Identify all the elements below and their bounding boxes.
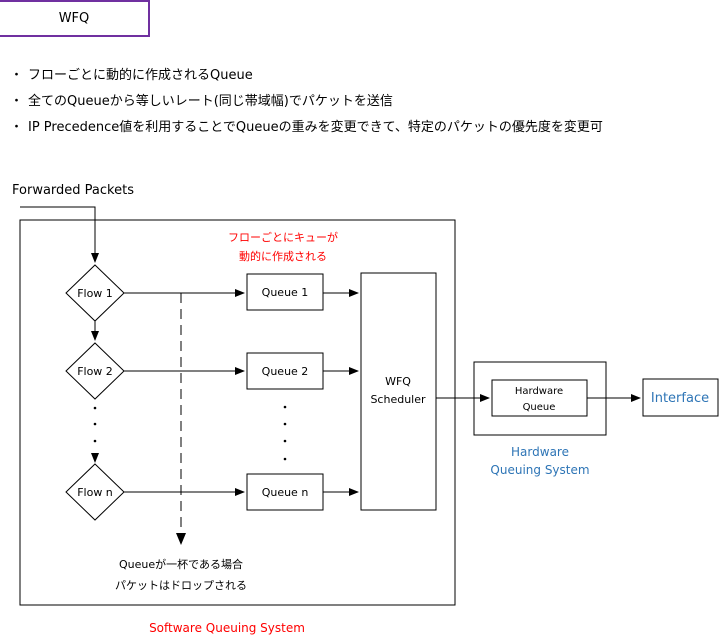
- drop-note: Queueが一杯である場合: [119, 557, 243, 571]
- bullet-text: 全てのQueueから等しいレート(同じ帯域幅)でパケットを送信: [28, 94, 393, 109]
- queue-label: Queue 1: [262, 286, 309, 299]
- feature-list: ・フローごとに動的に作成されるQueue ・全てのQueueから等しいレート(同…: [10, 66, 603, 144]
- interface-label: Interface: [651, 391, 709, 406]
- wfq-scheduler-box: [360, 272, 437, 511]
- queue-box: [246, 352, 324, 390]
- bullet-text: IP Precedence値を利用することでQueueの重みを変更できて、特定の…: [28, 120, 603, 135]
- hardware-queue-box: [491, 379, 588, 417]
- scheduler-label: Scheduler: [370, 393, 426, 406]
- hardware-queue-label: Queue: [523, 402, 556, 413]
- flow-label: Flow 2: [77, 365, 113, 378]
- queue-ellipsis: [283, 405, 287, 461]
- title-box: WFQ: [0, 0, 150, 37]
- flow-label: Flow n: [77, 486, 113, 499]
- queue-box: [246, 473, 324, 511]
- flow-note: 動的に作成される: [239, 249, 327, 263]
- bullet-text: フローごとに動的に作成されるQueue: [28, 68, 253, 83]
- input-label: Forwarded Packets: [12, 183, 134, 198]
- flow-diamond: [65, 463, 125, 521]
- queue-label: Queue n: [262, 486, 309, 499]
- list-item: ・全てのQueueから等しいレート(同じ帯域幅)でパケットを送信: [10, 92, 603, 118]
- drop-arrowhead: [176, 533, 186, 545]
- page-title: WFQ: [58, 11, 90, 26]
- hardware-queue-label: Hardware: [515, 386, 563, 397]
- interface-box: [642, 378, 719, 417]
- scheduler-label: WFQ: [385, 375, 411, 388]
- drop-note: パケットはドロップされる: [115, 579, 247, 592]
- queue-label: Queue 2: [262, 365, 309, 378]
- flow-label: Flow 1: [77, 287, 113, 300]
- bullet-marker: ・: [10, 94, 24, 109]
- queue-box: [246, 273, 324, 311]
- input-arrow: [20, 206, 99, 263]
- list-item: ・ IP Precedence値を利用することでQueueの重みを変更できて、特定…: [10, 118, 603, 144]
- list-item: ・フローごとに動的に作成されるQueue: [10, 66, 603, 92]
- hardware-system-label: Queuing System: [490, 463, 589, 477]
- software-system-frame: [19, 219, 456, 606]
- bullet-marker: ・: [10, 68, 24, 83]
- bullet-marker: ・: [10, 120, 24, 135]
- flow-diamond: [65, 342, 125, 400]
- flow-note: フローごとにキューが: [228, 230, 338, 244]
- software-system-label: Software Queuing System: [149, 621, 305, 635]
- hardware-system-label: Hardware: [511, 445, 569, 459]
- flow-ellipsis: [93, 406, 97, 459]
